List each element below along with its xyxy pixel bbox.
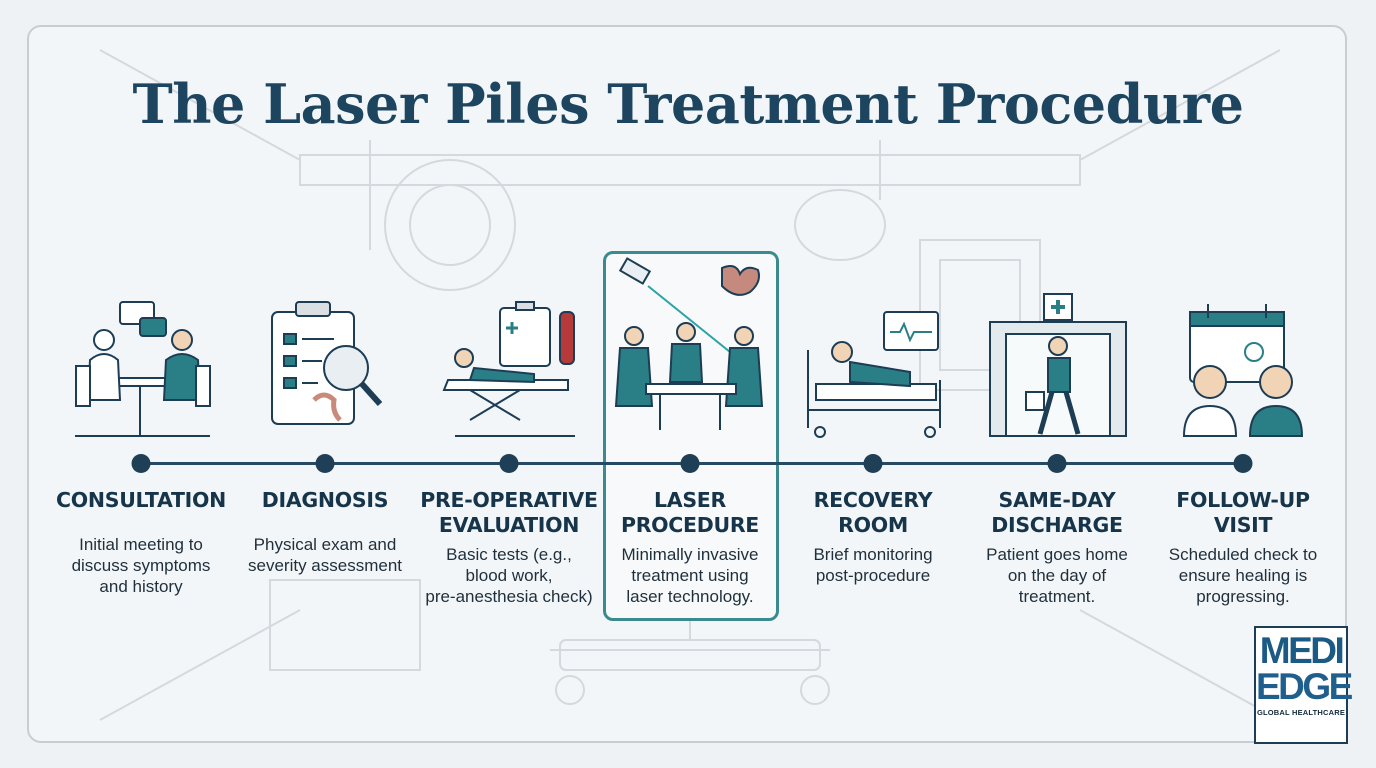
step-laser-procedure: LASER PROCEDURE Minimally invasive treat… — [595, 0, 785, 620]
step-title: DIAGNOSIS — [261, 488, 389, 512]
pre-op-evaluation-icon — [442, 301, 575, 437]
page-title: The Laser Piles Treatment Procedure — [132, 72, 1244, 136]
step-description: Physical exam and severity assessment — [248, 535, 402, 575]
step-consultation: CONSULTATION Initial meeting to discuss … — [46, 0, 236, 620]
step-description: Brief monitoring post-procedure — [813, 545, 933, 585]
consultation-icon — [75, 301, 211, 437]
step-title: PRE-OPERATIVE EVALUATION — [420, 488, 598, 537]
recovery-room-icon — [807, 311, 941, 438]
follow-up-icon — [1182, 304, 1304, 437]
timeline-dot-discharge — [1047, 454, 1067, 473]
step-description: Basic tests (e.g., blood work, pre-anest… — [425, 545, 593, 606]
timeline-dot-recovery — [863, 454, 883, 473]
discharge-icon — [989, 293, 1127, 437]
logo-line-2: EDGE — [1256, 666, 1353, 707]
logo-tagline: GLOBAL HEALTHCARE — [1256, 708, 1346, 717]
step-description: Patient goes home on the day of treatmen… — [986, 545, 1128, 606]
step-description: Minimally invasive treatment using laser… — [621, 545, 759, 606]
step-description: Scheduled check to ensure healing is pro… — [1168, 545, 1318, 606]
timeline-dot-pre-operative — [499, 454, 519, 473]
medi-edge-logo: MEDI EDGE GLOBAL HEALTHCARE — [1254, 626, 1353, 744]
timeline-dot-diagnosis — [315, 454, 335, 473]
step-pre-operative-evaluation: PRE-OPERATIVE EVALUATION Basic tests (e.… — [409, 0, 609, 620]
step-same-day-discharge: SAME-DAY DISCHARGE Patient goes home on … — [962, 0, 1152, 620]
step-follow-up-visit: FOLLOW-UP VISIT Scheduled check to ensur… — [1148, 0, 1338, 620]
step-description: Initial meeting to discuss symptoms and … — [71, 535, 211, 596]
step-title: RECOVERY ROOM — [813, 488, 933, 537]
step-recovery-room: RECOVERY ROOM Brief monitoring post-proc… — [778, 0, 968, 620]
laser-procedure-highlight-box — [603, 251, 779, 621]
logo-line-1: MEDI — [1259, 630, 1345, 671]
step-title: SAME-DAY DISCHARGE — [991, 488, 1123, 537]
timeline-dot-follow-up — [1233, 454, 1253, 473]
timeline-dot-laser-procedure — [680, 454, 700, 473]
step-title: CONSULTATION — [56, 488, 226, 512]
step-title: FOLLOW-UP VISIT — [1176, 488, 1310, 537]
step-diagnosis: DIAGNOSIS Physical exam and severity ass… — [230, 0, 420, 620]
diagnosis-icon — [271, 301, 383, 425]
step-title: LASER PROCEDURE — [620, 488, 760, 537]
timeline-dot-consultation — [131, 454, 151, 473]
laser-procedure-icon — [614, 257, 764, 430]
